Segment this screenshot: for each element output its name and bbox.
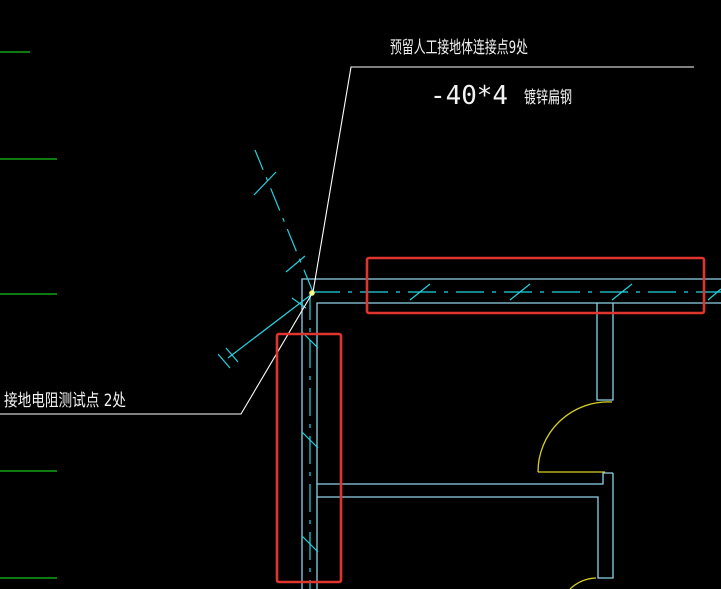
tick	[301, 535, 319, 553]
highlight-horizontal-run	[365, 256, 706, 315]
highlight-boxes	[275, 256, 706, 584]
inner-wall-line	[316, 302, 721, 589]
door-arc-upper	[537, 401, 613, 473]
spec-size-text: -40*4	[430, 81, 508, 111]
left-note-text: 接地电阻测试点 2处	[4, 391, 126, 411]
tick	[291, 297, 307, 309]
leader-lines	[0, 66, 694, 415]
grounding-conductor	[217, 149, 721, 589]
door-arc-lower	[569, 577, 597, 589]
tick	[611, 283, 633, 301]
partition-wall-upper	[596, 303, 614, 401]
spec-material-text: 镀锌扁钢	[524, 88, 572, 108]
partition-wall-mid	[317, 472, 613, 485]
outer-wall-line	[301, 278, 721, 589]
ground-line-diagonal	[254, 149, 314, 293]
ground-line-test-branch	[227, 293, 313, 359]
highlight-vertical-run	[275, 332, 343, 584]
partition-wall-lower	[317, 473, 614, 579]
leader-left	[0, 291, 314, 415]
top-note-text: 预留人工接地体连接点9处	[390, 38, 528, 58]
tick	[285, 255, 306, 273]
tick	[509, 283, 531, 301]
conductor-ticks	[217, 171, 721, 553]
tick	[707, 288, 721, 301]
tick	[217, 353, 231, 369]
left-grid-marks	[0, 51, 57, 579]
building-walls	[301, 278, 721, 589]
leader-top	[312, 66, 694, 293]
tick	[225, 347, 239, 363]
door-swing	[537, 401, 613, 589]
tick	[301, 431, 319, 449]
tick	[253, 171, 277, 196]
tick	[409, 283, 431, 301]
